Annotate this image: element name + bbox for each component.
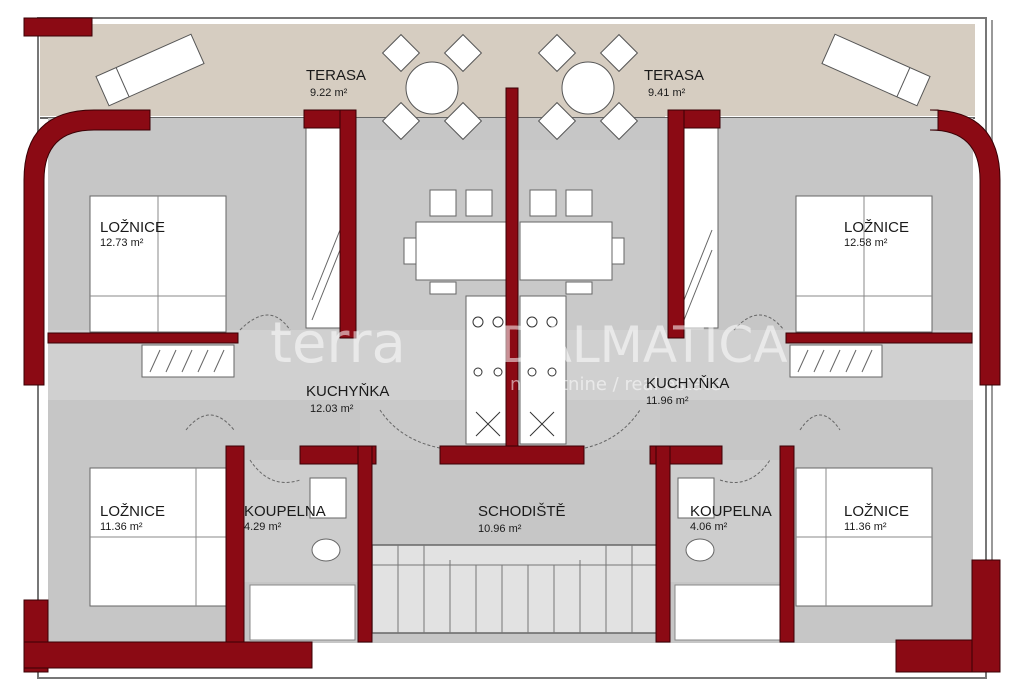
- sunlounger-left: [95, 33, 205, 107]
- watermark-brand-part1: terra: [270, 311, 406, 376]
- bedroom-bottom-left-area: 11.36 m²: [100, 521, 143, 533]
- walls: [23, 17, 1001, 673]
- bed-bottom-right: [795, 467, 933, 607]
- bathroom-right-area: 4.06 m²: [690, 521, 728, 533]
- sink-right: [677, 477, 715, 519]
- staircase: [371, 544, 658, 634]
- bathroom-left-name: KOUPELNA: [244, 503, 326, 520]
- terrace-right-name: TERASA: [644, 67, 704, 84]
- bed-bottom-left: [89, 467, 227, 607]
- bed-top-left: [89, 195, 227, 333]
- staircase-area: 10.96 m²: [478, 523, 522, 535]
- sink-left: [309, 477, 347, 519]
- terrace-table-right: [537, 33, 639, 141]
- closet-left: [141, 344, 235, 378]
- kitchen-left-name: KUCHYŇKA: [306, 383, 389, 400]
- kitchen-right-area: 11.96 m²: [646, 395, 689, 407]
- bedroom-top-right-area: 12.58 m²: [844, 237, 888, 249]
- kitchen-left-area: 12.03 m²: [310, 403, 354, 415]
- door-swings: [185, 314, 841, 483]
- kitchen-counter-right: [519, 295, 567, 445]
- watermark-tagline: nekretnine / real estate: [510, 374, 721, 395]
- kitchen-right-name: KUCHYŇKA: [646, 375, 729, 392]
- terrace-left-area: 9.22 m²: [310, 87, 348, 99]
- bathroom-left-area: 4.29 m²: [244, 521, 282, 533]
- desk-left: [249, 584, 356, 641]
- dining-table-left: [403, 189, 509, 295]
- closet-hatching: [149, 229, 873, 373]
- terrace-right-area: 9.41 m²: [648, 87, 686, 99]
- toilet-right: [685, 538, 715, 562]
- bedroom-bottom-right-area: 11.36 m²: [844, 521, 887, 533]
- bedroom-top-right-name: LOŽNICE: [844, 219, 909, 236]
- bedroom-top-left-area: 12.73 m²: [100, 237, 144, 249]
- terrace-table-left: [381, 33, 483, 141]
- watermark-brand-part2: DALMATICA: [500, 316, 788, 374]
- stair-treads: [372, 545, 657, 633]
- bedroom-bottom-right-name: LOŽNICE: [844, 503, 909, 520]
- watermark: terra DALMATICA nekretnine / real estate: [270, 311, 788, 395]
- closet-right: [789, 344, 883, 378]
- desk-right: [674, 584, 781, 641]
- bed-top-right: [795, 195, 933, 333]
- dining-table-right: [519, 189, 625, 295]
- wardrobe-right: [677, 127, 719, 329]
- bedroom-bottom-left-name: LOŽNICE: [100, 503, 165, 520]
- terrace-left-name: TERASA: [306, 67, 366, 84]
- toilet-left: [311, 538, 341, 562]
- bedroom-top-left-name: LOŽNICE: [100, 219, 165, 236]
- kitchen-counter-left: [465, 295, 513, 445]
- sunlounger-right: [821, 33, 931, 107]
- room-labels: TERASA 9.22 m² TERASA 9.41 m² LOŽNICE 12…: [100, 67, 909, 535]
- staircase-name: SCHODIŠTĚ: [478, 503, 566, 520]
- bathroom-right-name: KOUPELNA: [690, 503, 772, 520]
